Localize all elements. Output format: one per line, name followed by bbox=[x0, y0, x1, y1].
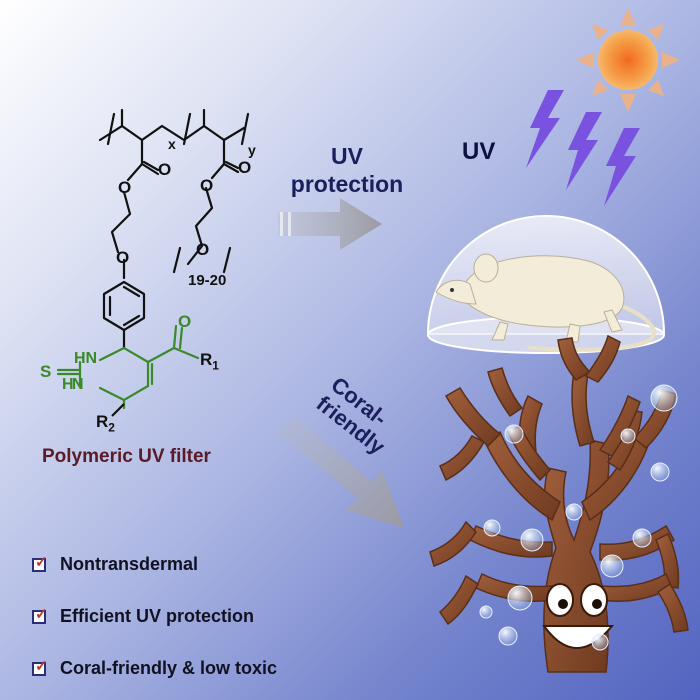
polymeric-uv-filter-label: Polymeric UV filter bbox=[42, 446, 211, 467]
atom-o-ester-2: O bbox=[200, 176, 214, 195]
subscript-y: y bbox=[248, 142, 256, 158]
checkbox-icon: ✓ bbox=[32, 606, 48, 624]
mouse-icon bbox=[435, 253, 656, 352]
benefit-text: Nontransdermal bbox=[60, 554, 199, 574]
lightning-icon bbox=[526, 90, 640, 206]
checkbox-icon: ✓ bbox=[32, 658, 48, 676]
benefit-item: ✓ Coral-friendly & low toxic bbox=[32, 658, 277, 679]
polymer-structure bbox=[98, 108, 250, 350]
bubbles bbox=[479, 384, 678, 651]
group-r2: R2 bbox=[96, 412, 115, 435]
atom-o-peg: O bbox=[196, 240, 210, 259]
peg-repeat-count: 19-20 bbox=[188, 272, 227, 289]
atom-o-ketone: O bbox=[178, 312, 192, 331]
dhpm-ring bbox=[56, 324, 200, 410]
atom-o-carbonyl-1: O bbox=[158, 160, 172, 179]
arrow-to-coral bbox=[276, 416, 404, 528]
atom-h-bottom: H bbox=[62, 376, 74, 393]
atom-o-ether: O bbox=[116, 248, 130, 267]
benefit-text: Efficient UV protection bbox=[60, 606, 255, 626]
benefit-item: ✓ Nontransdermal bbox=[32, 554, 198, 575]
uv-sun-label: UV bbox=[462, 138, 496, 165]
sun-icon bbox=[576, 8, 680, 112]
atom-o-carbonyl-2: O bbox=[238, 158, 252, 177]
benefit-text: Coral-friendly & low toxic bbox=[60, 658, 278, 678]
benefit-item: ✓ Efficient UV protection bbox=[32, 606, 254, 627]
atom-n-bottom: N bbox=[72, 376, 84, 393]
arrow-to-dome bbox=[278, 198, 382, 250]
checkbox-icon: ✓ bbox=[32, 554, 48, 572]
coral-face bbox=[542, 583, 615, 649]
group-r1: R1 bbox=[200, 350, 219, 373]
dome-with-mouse bbox=[426, 215, 666, 354]
coral-icon bbox=[429, 334, 689, 673]
atom-hn-top: HN bbox=[74, 350, 98, 367]
atom-s: S bbox=[40, 362, 52, 381]
r2-bond bbox=[111, 403, 125, 417]
atom-o-ester-1: O bbox=[118, 178, 132, 197]
uv-protection-label: UV protection bbox=[290, 143, 404, 197]
subscript-x: x bbox=[168, 136, 176, 152]
